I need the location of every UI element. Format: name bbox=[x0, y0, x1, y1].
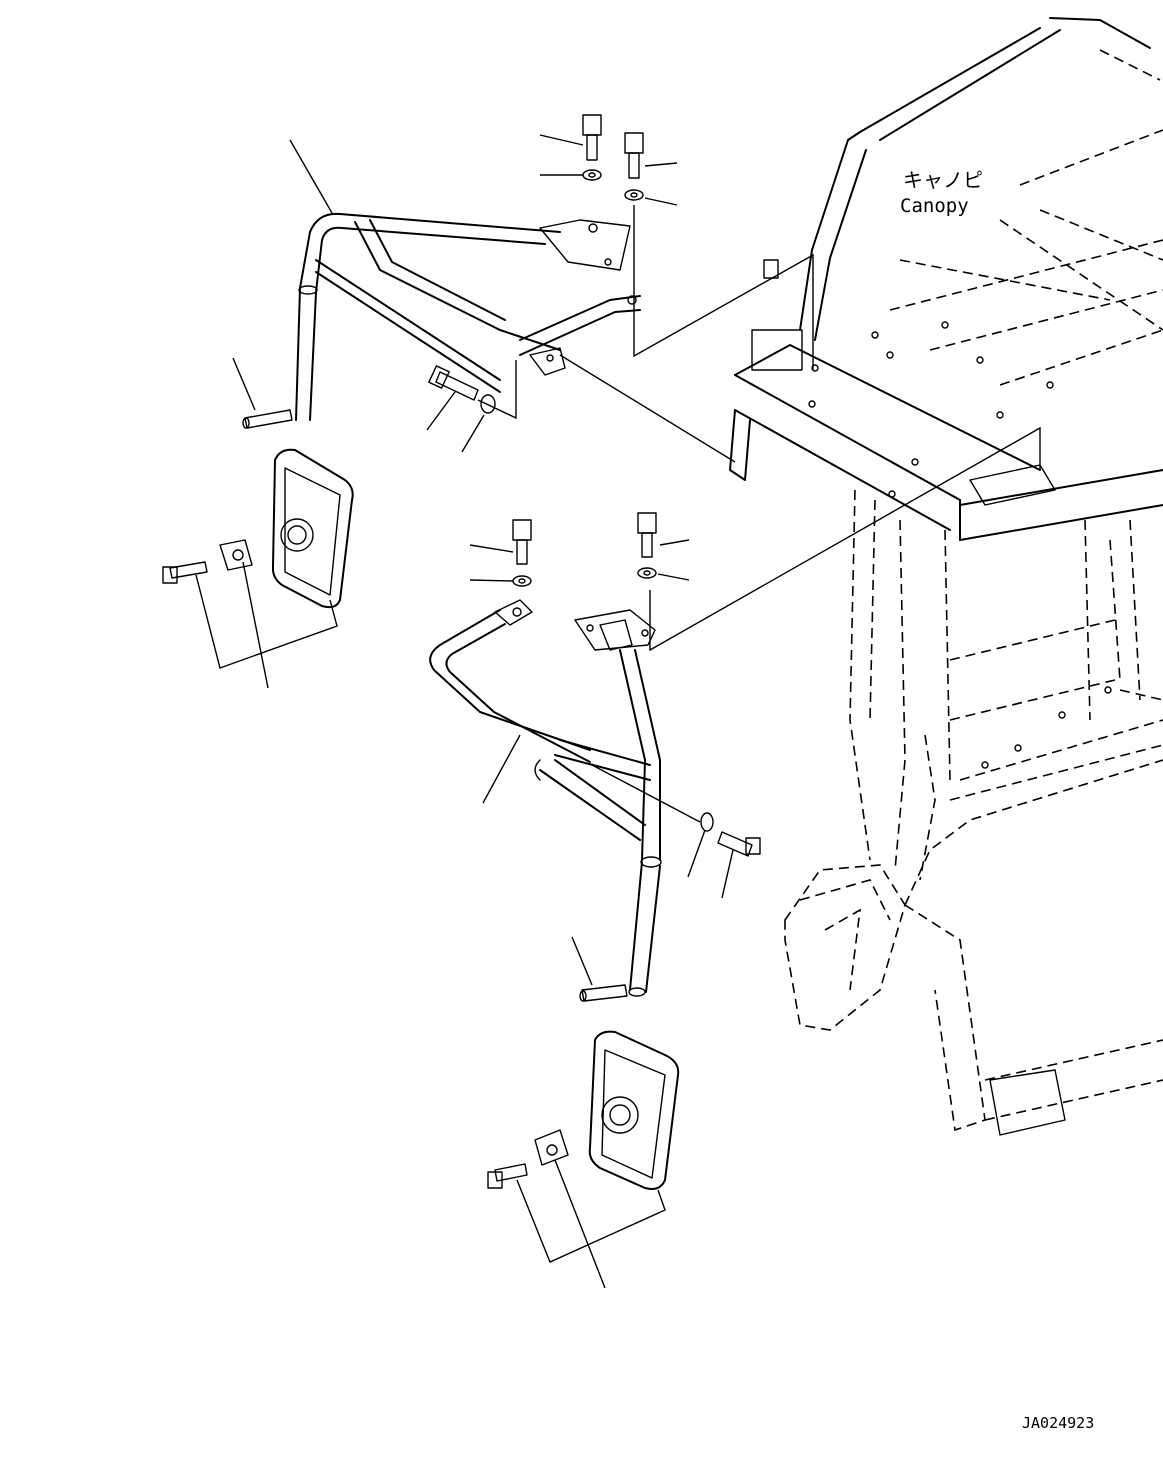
canopy-label-jp: キャノピ bbox=[903, 168, 983, 192]
lower-mirror bbox=[487, 1030, 680, 1190]
canopy-frame bbox=[729, 17, 1163, 1136]
leader-lines bbox=[195, 134, 1041, 1289]
lower-mirror-stay bbox=[429, 599, 761, 1002]
upper-fasteners bbox=[582, 114, 644, 201]
lower-fasteners bbox=[512, 512, 657, 587]
upper-mirror-stay bbox=[242, 212, 641, 429]
drawing-id: JA024923 bbox=[1022, 1414, 1094, 1432]
canopy-label-en: Canopy bbox=[900, 195, 969, 217]
upper-mirror bbox=[162, 448, 354, 609]
